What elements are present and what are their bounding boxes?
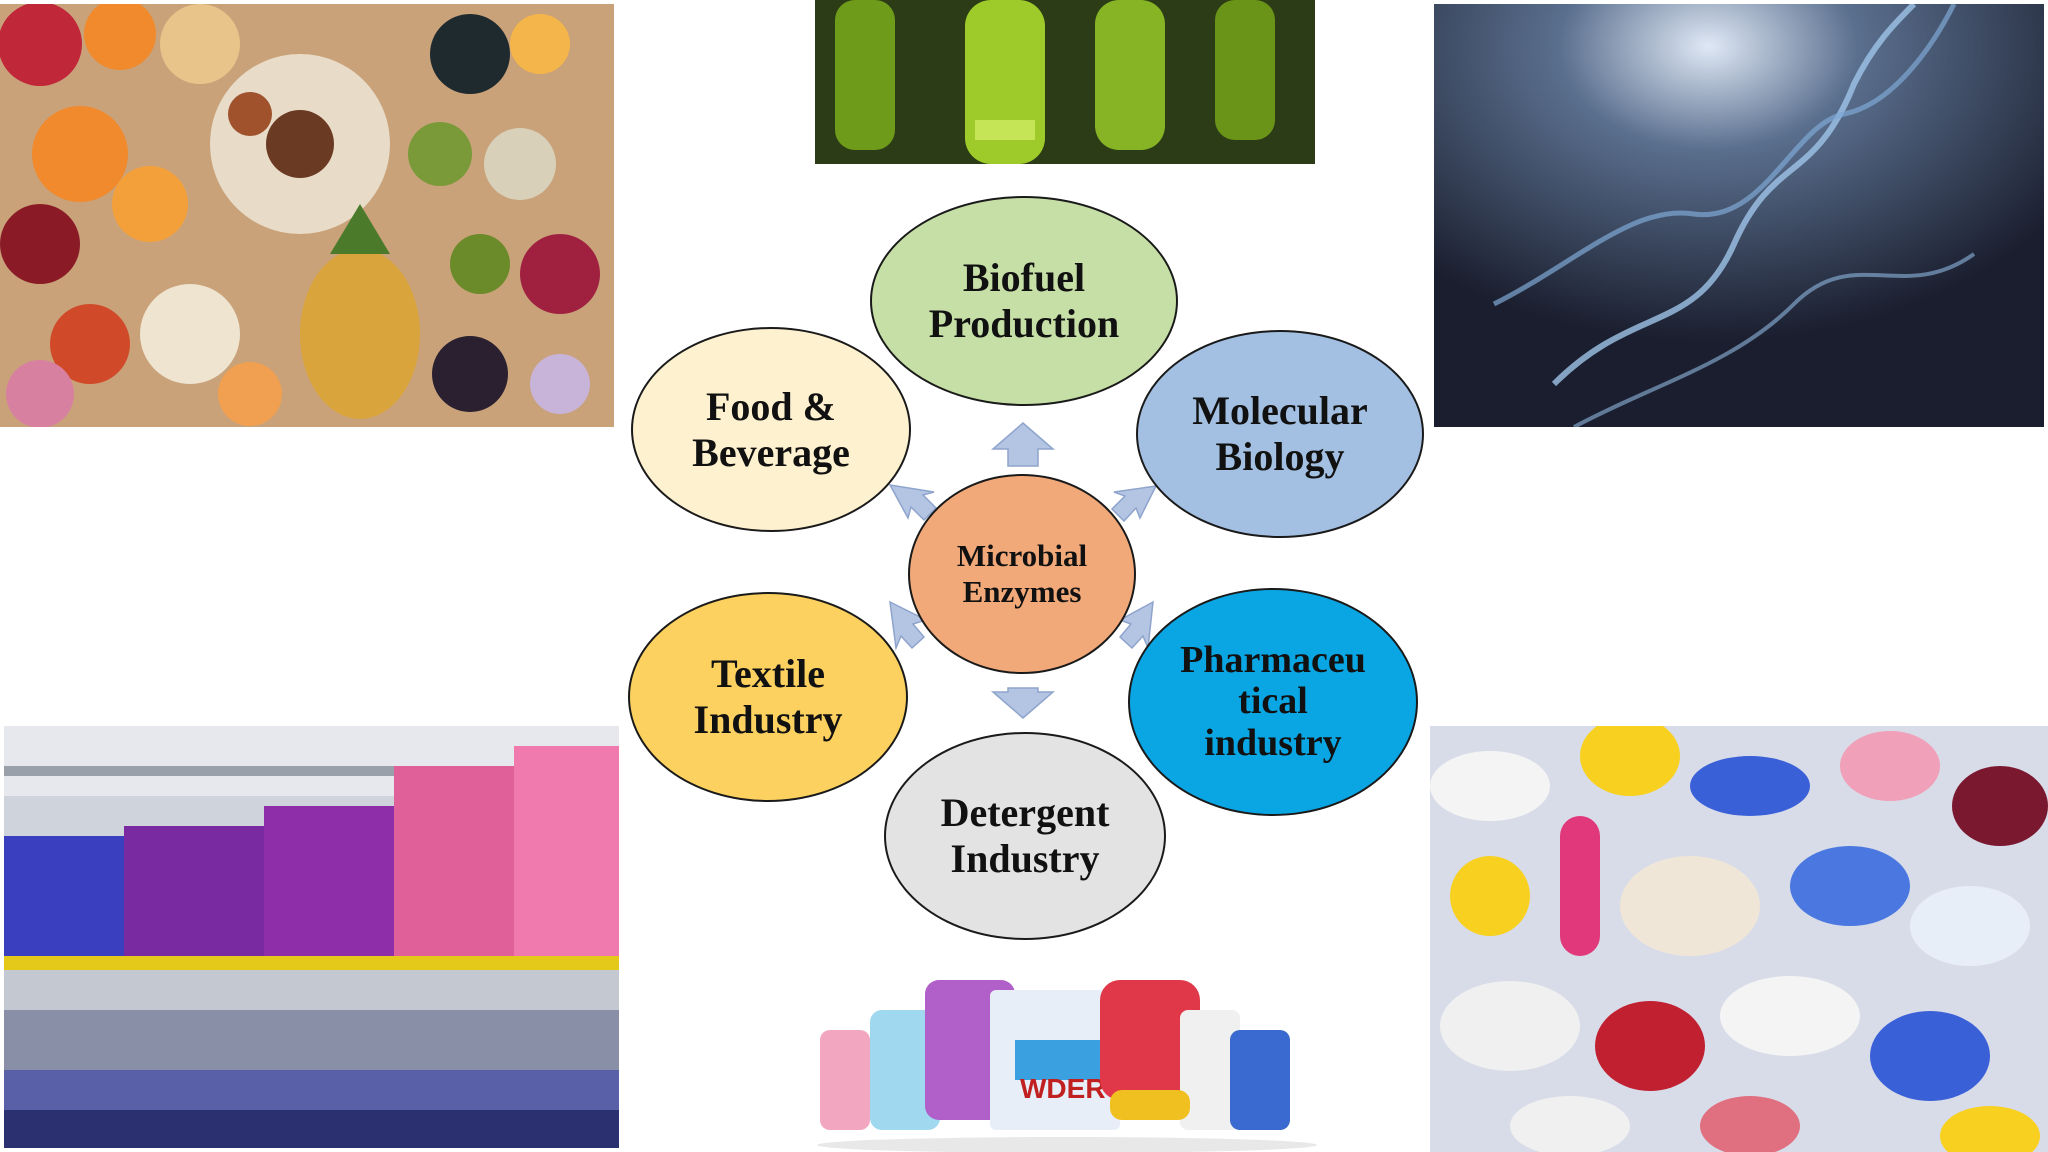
textile-spindles-photo: [4, 726, 619, 1148]
node-microbial-enzymes: Microbial Enzymes: [908, 474, 1136, 674]
node-textile-industry-label: Textile Industry: [693, 651, 843, 742]
food-beverage-photo: [0, 4, 614, 427]
dna-helix-photo: [1434, 4, 2044, 427]
node-biofuel-production-label: Biofuel Production: [928, 255, 1120, 346]
node-biofuel-production: Biofuel Production: [870, 196, 1178, 406]
pharmaceutical-pills-photo: [1430, 726, 2048, 1152]
arrow-to-biofuel: [990, 422, 1056, 467]
biofuel-test-tubes-photo: [815, 0, 1315, 164]
node-pharmaceutical-industry-label: Pharmaceu tical industry: [1180, 639, 1366, 764]
node-textile-industry: Textile Industry: [628, 592, 908, 802]
powder-label: WDER: [1020, 1073, 1106, 1104]
arrow-to-detergent: [990, 687, 1056, 719]
node-detergent-industry: Detergent Industry: [884, 732, 1166, 940]
node-pharmaceutical-industry: Pharmaceu tical industry: [1128, 588, 1418, 816]
node-microbial-enzymes-label: Microbial Enzymes: [956, 538, 1088, 609]
arrow-to-molecular: [1110, 485, 1158, 523]
node-food-beverage-label: Food & Beverage: [692, 383, 850, 475]
detergent-products-photo: WDER: [810, 940, 1325, 1152]
node-food-beverage: Food & Beverage: [631, 327, 911, 532]
node-molecular-biology: Molecular Biology: [1136, 330, 1424, 538]
node-detergent-industry-label: Detergent Industry: [940, 790, 1110, 881]
node-molecular-biology-label: Molecular Biology: [1192, 388, 1368, 479]
